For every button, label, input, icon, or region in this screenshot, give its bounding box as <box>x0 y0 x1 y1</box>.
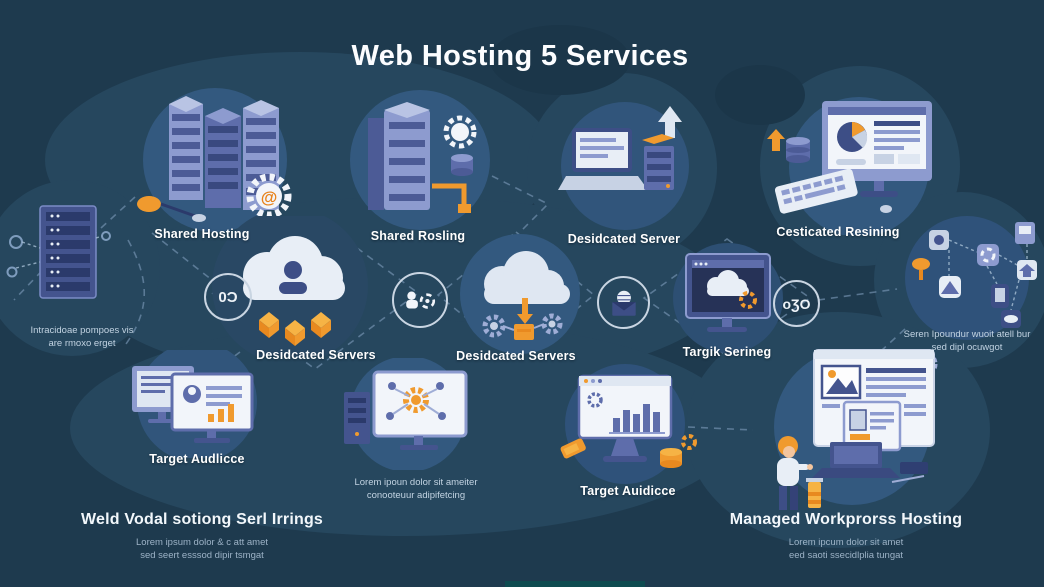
camera-icon <box>929 230 949 250</box>
cloud-icon <box>484 251 570 304</box>
note-center-line1: Lorem ipoun dolor sit ameiter <box>354 477 478 488</box>
user-icon <box>279 261 307 294</box>
footer-right-heading: Managed Workprorss Hosting <box>729 511 963 528</box>
oc-badge: 0Ɔ <box>204 273 252 321</box>
mouse-icon <box>880 205 892 213</box>
person-workstation-illustration <box>774 349 938 510</box>
left-server-rack-illustration <box>6 205 111 299</box>
network-nodes-icon <box>6 231 111 278</box>
dual-monitor-illustration <box>132 350 257 458</box>
orange-up-arrow-icon <box>767 129 785 151</box>
laptop-icon <box>812 442 900 478</box>
note-left-line1: Intracidoae pompoes vis <box>30 325 134 336</box>
orange-gear-icon <box>739 291 757 309</box>
cluster-label-desidcated-servers-center: Desidcated Servers <box>456 349 576 363</box>
o3o-badge-text: oƷO <box>782 295 811 312</box>
laptop-icon <box>558 128 648 190</box>
app-network-illustration <box>905 216 1037 340</box>
gear-monitor-illustration <box>344 358 468 470</box>
cluster-label-cesticated-resining: Cesticated Resining <box>776 225 900 239</box>
user-laptop-badge <box>392 272 448 328</box>
server-tower-illustration <box>350 90 490 230</box>
gear-app-icon <box>977 244 999 266</box>
cluster-label-desidcated-server: Desidcated Server <box>567 232 681 246</box>
cluster-label-target-audlicce: Target Audlicce <box>149 452 245 466</box>
server-tower-icon <box>368 102 430 210</box>
front-monitor-icon <box>170 372 254 443</box>
o3o-badge: oƷO <box>773 280 820 327</box>
keyboard-icon <box>774 168 858 214</box>
window-icon <box>1015 222 1035 244</box>
note-right-line2: sed dipl ocuwgot <box>931 342 1003 353</box>
oc-badge-text: 0Ɔ <box>218 288 238 306</box>
bottom-edge-strip <box>505 581 645 587</box>
note-center: Lorem ipoun dolor sit ameiter conooteuur… <box>354 476 477 502</box>
analytics-monitor-illustration <box>560 364 697 484</box>
workstation-illustration <box>767 97 932 235</box>
up-arrow-icon <box>658 106 682 138</box>
note-right-line1: Seren Ipoundur wuoit atell bur <box>903 329 1031 340</box>
cloud-download-icon <box>1001 310 1021 328</box>
cluster-label-targik-serineg: Targik Serineg <box>682 345 772 359</box>
phone-icon <box>560 438 586 459</box>
download-connector-icon <box>514 298 534 340</box>
person-icon <box>777 436 813 510</box>
footer-left-subtext: Lorem ipsum dolor & c att amet sed seert… <box>136 536 268 562</box>
orange-book-icon <box>642 134 674 144</box>
mail-globe-icon <box>611 290 636 316</box>
browser-chart-icon <box>577 374 673 462</box>
monitor-dashboard-icon <box>822 101 932 197</box>
network-node-icon <box>137 196 206 222</box>
mail-globe-badge <box>597 276 650 329</box>
at-gear-icon: @ <box>246 173 292 219</box>
tablet-icon <box>891 462 928 483</box>
footer-right-subtext: Lorem ipcum dolor sit amet eed saoti sse… <box>789 536 904 562</box>
note-left-line2: are rmoxo erget <box>48 338 116 349</box>
cluster-label-shared-rosling: Shared Rosling <box>370 229 466 243</box>
small-window-icon <box>842 400 902 452</box>
cluster-label-shared-hosting: Shared Hosting <box>154 227 250 241</box>
beaker-icon <box>806 478 823 508</box>
user-laptop-icon <box>406 291 436 309</box>
footer-left-sub2: sed seert esssod dipir tsmgat <box>140 550 264 561</box>
phone-icon <box>991 284 1009 308</box>
footer-left-heading: Weld Vodal sotiong Serl Irrings <box>80 511 324 528</box>
footer-left-sub1: Lorem ipsum dolor & c att amet <box>136 537 268 548</box>
monitor-icon <box>685 253 771 332</box>
note-right: Seren Ipoundur wuoit atell bur sed dipl … <box>904 328 1031 354</box>
gear-network-monitor-icon <box>372 370 468 450</box>
server-rack-icon <box>39 205 97 299</box>
svg-text:@: @ <box>261 188 278 207</box>
laptop-server-illustration <box>558 102 689 230</box>
server-tower-icon <box>344 392 370 444</box>
note-left: Intracidoae pompoes vis are rmoxo erget <box>31 324 134 350</box>
footer-right-sub1: Lorem ipcum dolor sit amet <box>788 537 904 548</box>
note-center-line2: conooteuur adipifetcing <box>366 490 466 501</box>
shared-hosting-illustration: @ <box>137 88 292 232</box>
cloud-monitor-illustration <box>673 243 783 353</box>
connector-icon <box>432 183 471 213</box>
orange-pin-icon <box>912 258 930 280</box>
gear-icon <box>443 115 477 149</box>
gear-icon <box>482 313 563 338</box>
orange-boxes-icon <box>259 312 331 346</box>
warning-icon <box>939 276 961 298</box>
orange-database-icon <box>660 434 697 468</box>
server-box-icon <box>642 134 674 190</box>
page-title: Web Hosting 5 Services <box>351 40 689 72</box>
cloud-users-illustration <box>212 216 368 356</box>
cluster-label-desidcated-servers-left: Desidcated Servers <box>256 348 376 362</box>
database-stack-icon <box>786 137 810 163</box>
home-icon <box>1017 260 1037 280</box>
database-icon <box>451 154 473 176</box>
cloud-deploy-illustration <box>460 234 580 354</box>
footer-right-sub2: eed saoti ssecidlplia tungat <box>788 550 904 561</box>
cluster-label-target-auidicce: Target Auidicce <box>580 484 676 498</box>
